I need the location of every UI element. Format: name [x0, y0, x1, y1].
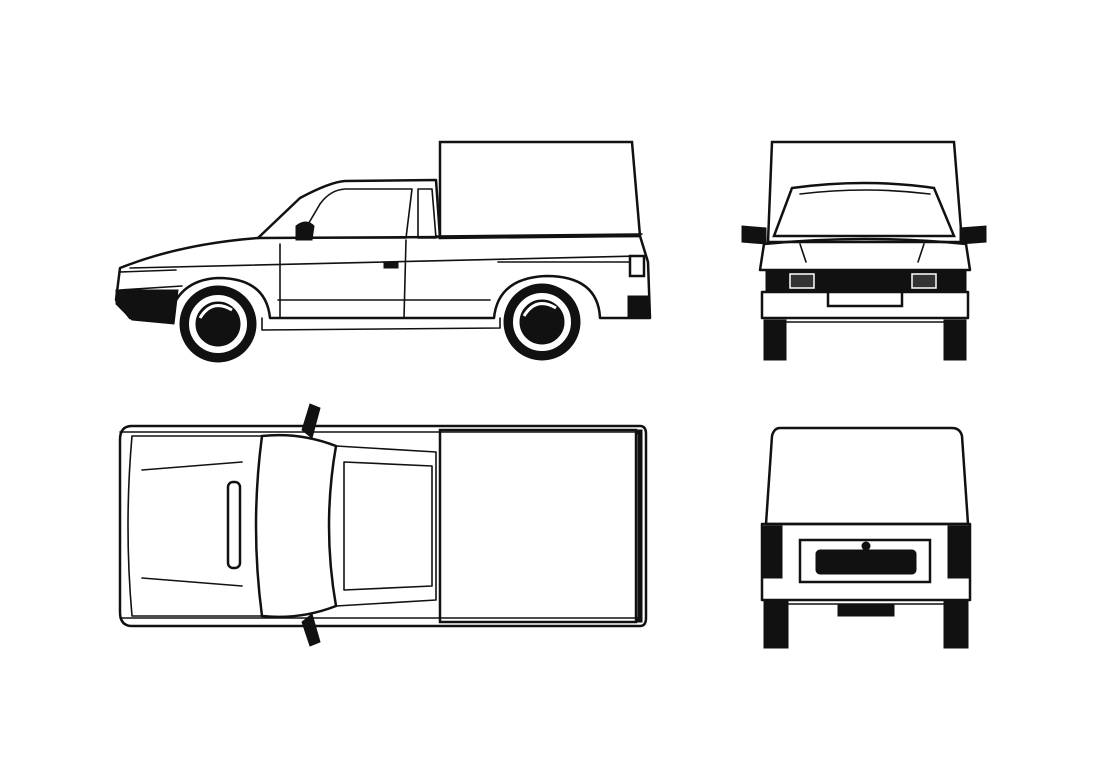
side-view: [114, 140, 652, 363]
side-tow-hitch: [627, 295, 651, 319]
side-front-wheel: [179, 285, 257, 363]
side-rear-wheel: [503, 283, 581, 361]
side-canopy: [438, 140, 642, 240]
top-canopy: [438, 428, 638, 624]
door-handle: [383, 261, 399, 269]
side-rear-light: [628, 254, 646, 278]
front-right-tyre: [943, 319, 967, 361]
top-bonnet-vent: [226, 480, 242, 570]
rear-license-plate: [815, 549, 917, 575]
front-windshield: [772, 181, 956, 238]
front-license-plate: [826, 290, 904, 308]
top-left-mirror: [301, 403, 321, 439]
top-view: [118, 403, 648, 647]
top-body-outline: [118, 424, 648, 628]
rear-left-light: [761, 525, 783, 579]
side-window: [299, 188, 413, 239]
rear-bumper-hitch: [837, 603, 895, 617]
rear-left-tyre: [763, 599, 789, 649]
front-view: [741, 140, 987, 361]
side-front-bumper: [115, 289, 179, 325]
rear-canopy: [764, 426, 970, 526]
front-left-tyre: [763, 319, 787, 361]
rear-right-tyre: [943, 599, 969, 649]
top-right-mirror: [301, 613, 321, 647]
side-cab-outline: [256, 178, 442, 240]
side-body: [114, 234, 652, 324]
top-hood: [127, 435, 263, 617]
top-windshield: [254, 433, 338, 619]
front-right-mirror: [959, 225, 987, 245]
front-hood: [758, 237, 972, 272]
front-left-headlight: [789, 273, 815, 289]
front-left-mirror: [741, 225, 767, 245]
rear-view: [760, 426, 972, 649]
front-right-headlight: [911, 273, 937, 289]
rear-right-light: [947, 525, 971, 579]
